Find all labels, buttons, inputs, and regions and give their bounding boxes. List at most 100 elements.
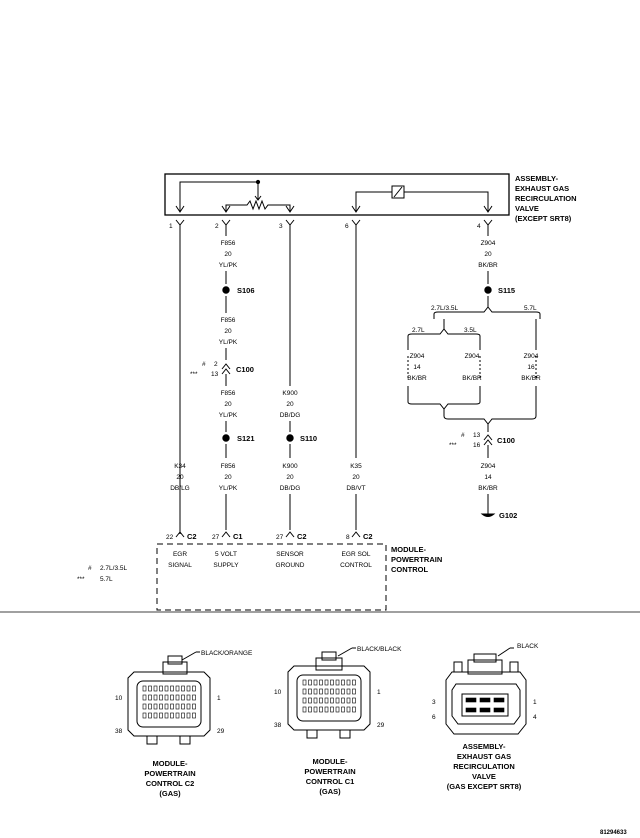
pin-cavity <box>159 703 163 710</box>
splice-s106-dot <box>222 286 230 294</box>
wire-label-f856-mid: F856 20 YL/PK <box>219 317 238 346</box>
svg-text:K34: K34 <box>174 463 186 470</box>
svg-text:C2: C2 <box>187 532 197 541</box>
svg-text:YL/PK: YL/PK <box>219 262 238 269</box>
splice-s121-dot <box>222 434 230 442</box>
pin-cavity <box>308 688 312 695</box>
svg-text:14: 14 <box>413 364 421 371</box>
pin-cavity <box>302 688 307 695</box>
svg-text:CONTROL: CONTROL <box>340 562 372 569</box>
pin-cavity <box>302 706 307 713</box>
pin-cavity <box>302 697 307 704</box>
svg-text:22: 22 <box>166 534 174 541</box>
option-label-sub-left: 2.7L <box>412 327 425 334</box>
splice-s110-label: S110 <box>300 434 317 443</box>
svg-text:DB/LG: DB/LG <box>170 485 190 492</box>
valve-wiper <box>254 190 262 201</box>
pin-cavity <box>302 679 307 686</box>
svg-text:14: 14 <box>484 474 492 481</box>
pin-cavity <box>153 694 158 701</box>
svg-text:K900: K900 <box>282 463 298 470</box>
wire-label-k34: K34 20 DB/LG <box>170 463 190 492</box>
pin-cavity <box>175 703 180 710</box>
ground-g102-label: G102 <box>499 511 517 520</box>
svg-text:BK/BR: BK/BR <box>478 262 498 269</box>
pin-cavity <box>181 712 185 719</box>
svg-text:POWERTRAIN: POWERTRAIN <box>391 555 442 564</box>
svg-text:MODULE-: MODULE- <box>313 757 348 766</box>
brace-bottom <box>443 396 537 425</box>
pin-cavity <box>346 697 351 704</box>
svg-text:BLACK: BLACK <box>517 643 539 650</box>
svg-text:F856: F856 <box>221 390 236 397</box>
svg-text:RECIRCULATION: RECIRCULATION <box>515 194 577 203</box>
pin-cavity <box>341 688 345 695</box>
svg-text:29: 29 <box>217 728 225 735</box>
pin-cavity <box>153 712 158 719</box>
pin-cavity <box>346 688 351 695</box>
svg-text:C2: C2 <box>297 532 307 541</box>
svg-text:5 VOLT: 5 VOLT <box>215 551 237 558</box>
pin-cavity <box>170 712 174 719</box>
pin-cavity <box>142 703 147 710</box>
svg-text:2: 2 <box>214 361 218 368</box>
svg-text:29: 29 <box>377 722 385 729</box>
pin-cavity <box>330 697 334 704</box>
pin-cavity <box>186 703 191 710</box>
svg-text:***: *** <box>77 576 85 583</box>
wire-label-k900-bot: K900 20 DB/DG <box>280 463 301 492</box>
pcm-pin-5v-supply: 27 C1 5 VOLT SUPPLY <box>212 532 243 569</box>
svg-text:EGR: EGR <box>173 551 187 558</box>
svg-text:10: 10 <box>274 689 282 696</box>
svg-text:EXHAUST GAS: EXHAUST GAS <box>515 184 569 193</box>
pin-cavity <box>308 697 312 704</box>
pin-cavity <box>313 688 318 695</box>
pin-cavity <box>324 688 329 695</box>
svg-text:16: 16 <box>473 442 481 449</box>
c100-right-label: # 13 *** 16 C100 <box>449 432 515 449</box>
pcm-pin-egr-sol-control: 8 C2 EGR SOL CONTROL <box>340 532 372 569</box>
pin-cavity <box>181 703 185 710</box>
svg-text:(GAS): (GAS) <box>319 787 341 796</box>
pin-cavity <box>186 712 191 719</box>
pin-cavity <box>308 706 312 713</box>
pcm-pin-sensor-ground: 27 C2 SENSOR GROUND <box>276 532 307 569</box>
svg-text:C100: C100 <box>236 365 254 374</box>
svg-text:20: 20 <box>286 474 294 481</box>
pin-cavity <box>170 694 174 701</box>
svg-text:(EXCEPT SRT8): (EXCEPT SRT8) <box>515 214 572 223</box>
figure-id: 81294633 <box>600 830 627 836</box>
svg-text:1: 1 <box>377 689 381 696</box>
pin-cavity <box>341 697 345 704</box>
svg-text:ASSEMBLY-: ASSEMBLY- <box>462 742 506 751</box>
valve-pin-4: 4 <box>477 223 481 230</box>
pin-cavity <box>186 685 191 692</box>
ground-g102-symbol <box>480 508 496 517</box>
svg-text:Z904: Z904 <box>481 240 496 247</box>
svg-text:RECIRCULATION: RECIRCULATION <box>453 762 515 771</box>
pin-cavity <box>335 679 340 686</box>
svg-text:13: 13 <box>211 371 219 378</box>
c100-right-symbol <box>483 434 493 446</box>
pin-cavity <box>142 712 147 719</box>
svg-text:27: 27 <box>212 534 220 541</box>
pin-cavity <box>164 685 169 692</box>
svg-text:BK/BR: BK/BR <box>407 375 427 382</box>
pin-cavity <box>335 697 340 704</box>
engine-legend: # 2.7L/3.5L *** 5.7L <box>77 565 127 583</box>
valve-solenoid-diag <box>393 186 403 198</box>
svg-text:CONTROL C1: CONTROL C1 <box>306 777 355 786</box>
svg-text:***: *** <box>449 442 457 449</box>
svg-text:Z904: Z904 <box>410 353 425 360</box>
svg-text:YL/PK: YL/PK <box>219 485 238 492</box>
valve-pin-3: 3 <box>279 223 283 230</box>
svg-text:13: 13 <box>473 432 481 439</box>
splice-s110-dot <box>286 434 294 442</box>
pin-cavity <box>142 685 147 692</box>
pin-cavity <box>148 712 152 719</box>
wire-label-z904-b: Z904 BK/BR <box>462 353 482 382</box>
option-label-right: 5.7L <box>524 305 537 312</box>
svg-text:6: 6 <box>432 714 436 721</box>
svg-text:2.7L/3.5L: 2.7L/3.5L <box>100 565 127 572</box>
svg-text:YL/PK: YL/PK <box>219 339 238 346</box>
